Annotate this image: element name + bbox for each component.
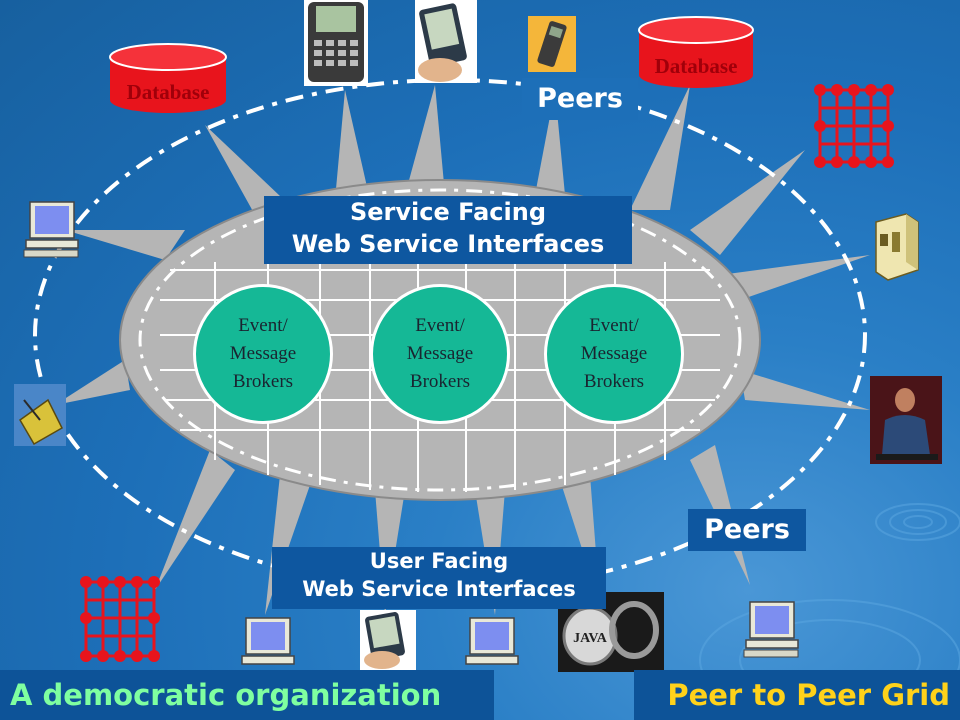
desktop-computer-icon — [241, 617, 295, 665]
handheld-icon — [360, 610, 416, 672]
event-message-broker: Event/ Message Brokers — [544, 284, 684, 424]
service-facing-interface-box: Service Facing Web Service Interfaces — [264, 196, 632, 264]
desktop-computer-icon — [23, 201, 79, 258]
handheld-icon — [415, 0, 477, 83]
database-icon: Database — [638, 16, 754, 88]
grid-mesh-icon — [814, 84, 894, 168]
cellphone-icon — [528, 16, 576, 72]
pda-icon — [304, 0, 368, 86]
user-facing-line2: Web Service Interfaces — [302, 577, 576, 601]
svg-text:Database: Database — [127, 80, 210, 104]
person-photo-icon — [870, 376, 942, 464]
peers-label-bottom: Peers — [688, 509, 806, 551]
banner-democratic-organization: A democratic organization — [0, 670, 494, 720]
svg-text:JAVA: JAVA — [573, 631, 608, 646]
grid-mesh-icon — [80, 576, 160, 662]
svg-text:Database: Database — [655, 54, 738, 78]
user-facing-interface-box: User Facing Web Service Interfaces — [272, 547, 606, 609]
desktop-computer-icon — [465, 617, 519, 665]
banner-peer-to-peer-grid: Peer to Peer Grid — [634, 670, 960, 720]
service-facing-line2: Web Service Interfaces — [291, 230, 605, 258]
peers-label-top: Peers — [522, 78, 638, 120]
server-icon — [875, 213, 919, 281]
service-facing-line1: Service Facing — [349, 198, 547, 226]
satellite-icon — [14, 384, 66, 446]
database-icon: Database — [109, 43, 227, 113]
desktop-computer-icon — [743, 601, 799, 658]
event-message-broker: Event/ Message Brokers — [370, 284, 510, 424]
user-facing-line1: User Facing — [369, 549, 509, 573]
core-boundary-dashdot — [138, 188, 742, 492]
event-message-broker: Event/ Message Brokers — [193, 284, 333, 424]
